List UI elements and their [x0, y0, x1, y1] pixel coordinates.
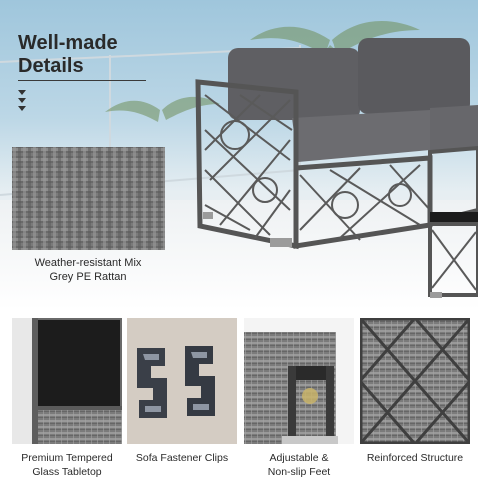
headline: Well-made Details [18, 32, 118, 77]
hero-scene [0, 20, 478, 298]
nonslip-feet-caption: Adjustable & Non-slip Feet [267, 452, 331, 478]
fastener-clips-image [127, 318, 237, 444]
fastener-clips-caption: Sofa Fastener Clips [135, 452, 229, 464]
headline-underline [18, 80, 146, 81]
rattan-caption: Weather-resistant Mix Grey PE Rattan [34, 257, 142, 283]
reinforced-structure-caption: Reinforced Structure [366, 452, 464, 464]
nonslip-feet-image [244, 318, 354, 444]
rattan-closeup-image [12, 147, 165, 250]
chevron-down-icon [18, 98, 26, 103]
chevron-down-icon [18, 106, 26, 111]
glass-tabletop-caption: Premium Tempered Glass Tabletop [21, 452, 113, 478]
reinforced-structure-image [360, 318, 470, 444]
chevron-down-icon [18, 90, 26, 95]
hero-photo: Well-made Details Weather-resistant Mix … [0, 0, 478, 310]
glass-tabletop-image [12, 318, 122, 444]
